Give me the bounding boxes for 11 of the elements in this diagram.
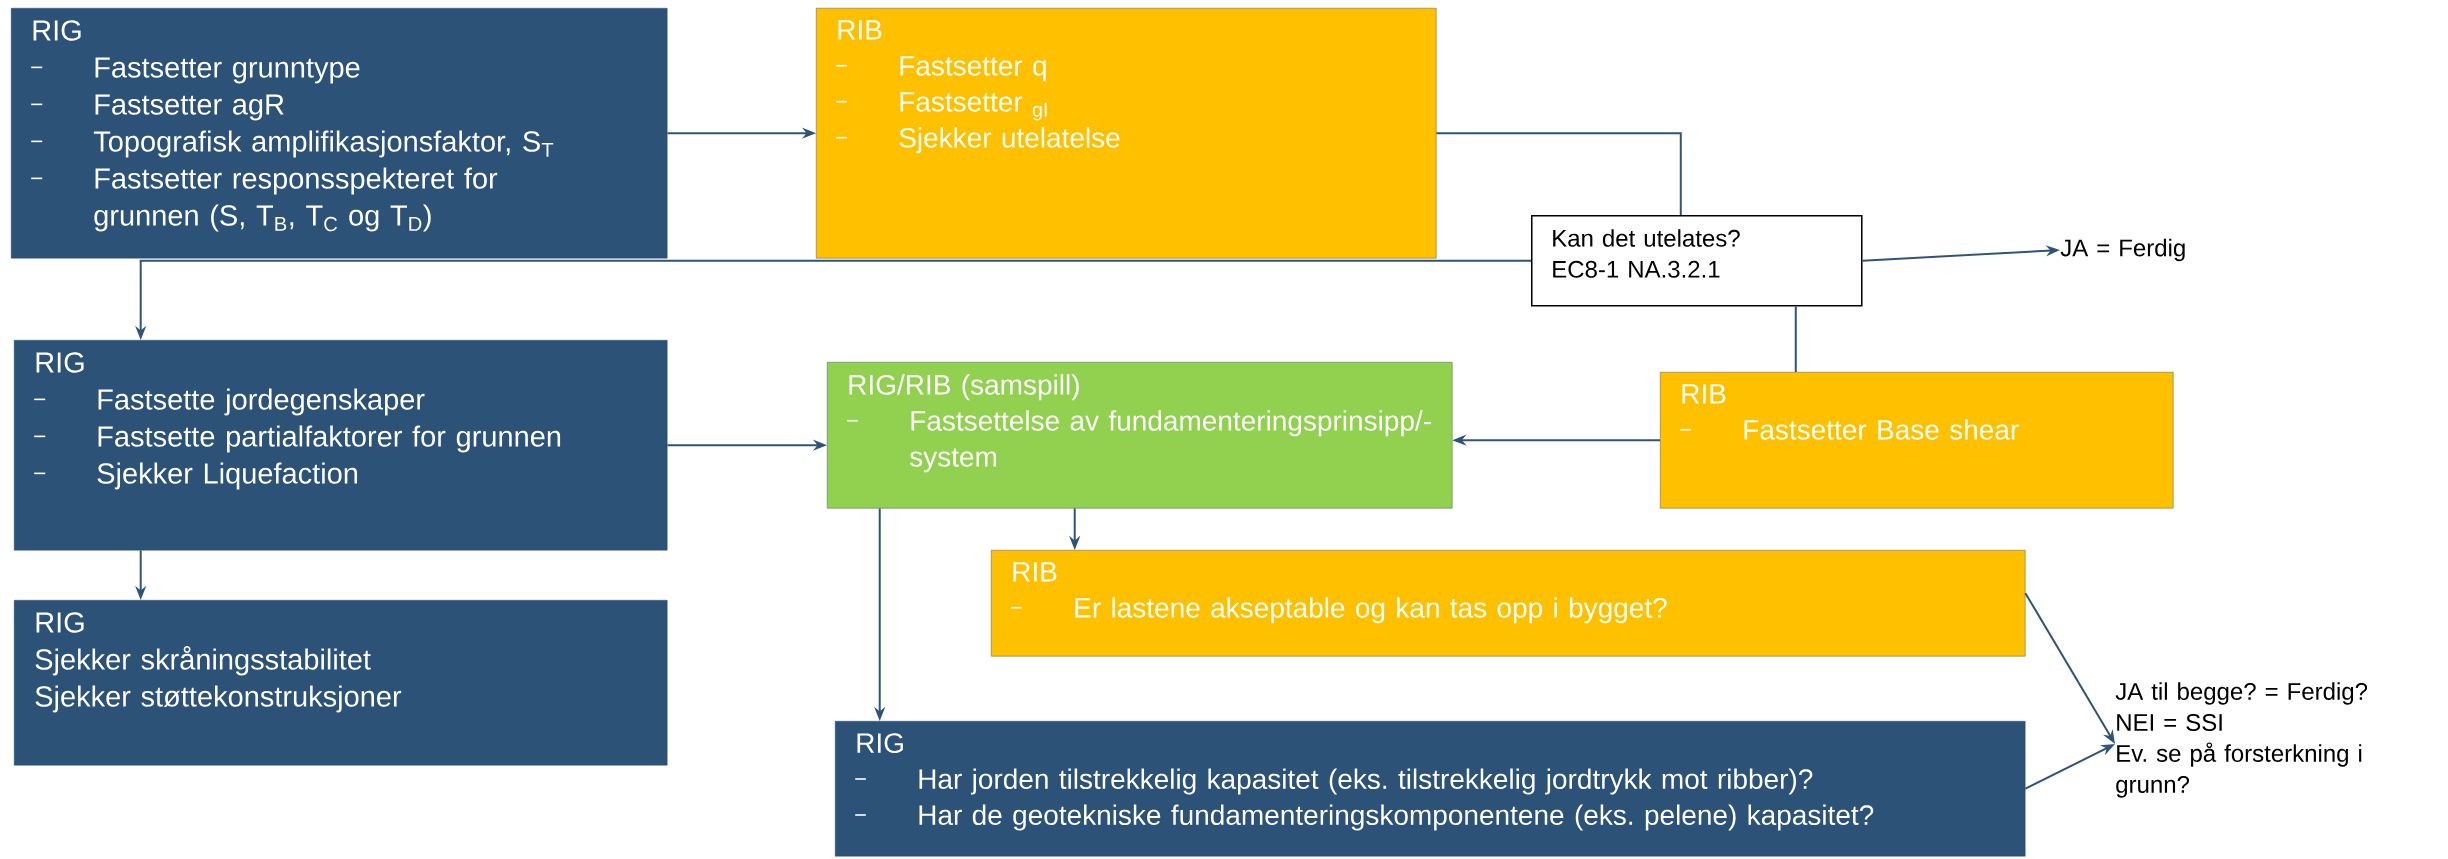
process-box: RIG/RIB (samspill) Fastsettelse av fundamenteringsprinsipp/-system xyxy=(827,362,1453,509)
decision-box: Kan det utelates? EC8-1 NA.3.2.1 xyxy=(1531,215,1863,307)
process-box: RIG Fastsetter grunntype Fastsetter agR Topografisk amplifikasjonsfaktor, S$_{T}$ Fastsetter responsspekteret for grunnen (S, T$_{B}$, T$_{C}$ og T$_{D}$) xyxy=(11,8,668,259)
process-box: RIB Er lastene akseptable og kan tas opp i bygget? xyxy=(991,550,2026,657)
process-box: RIG Fastsette jordegenskaper Fastsette partialfaktorer for grunnen Sjekker Liquefaction xyxy=(14,340,668,551)
process-box: RIG Har jorden tilstrekkelig kapasitet (eks. tilstrekkelig jordtrykk mot ribber)? Har de geotekniske fundamenteringskomponentene (eks. pelene) kapasitet? xyxy=(835,721,2026,857)
process-box: RIB Fastsetter Base shear xyxy=(1660,372,2174,509)
result-text: JA til begge? = Ferdig? NEI = SSI Ev. se på forsterkning i grunn? xyxy=(2115,682,2368,798)
process-box: RIB Fastsetter q Fastsetter $_{gI}$ Sjekker utelatelse xyxy=(816,8,1437,259)
process-box: RIG Sjekker skråningsstabilitet Sjekker støttekonstruksjoner xyxy=(14,600,668,766)
result-text: JA = Ferdig xyxy=(2060,238,2185,262)
